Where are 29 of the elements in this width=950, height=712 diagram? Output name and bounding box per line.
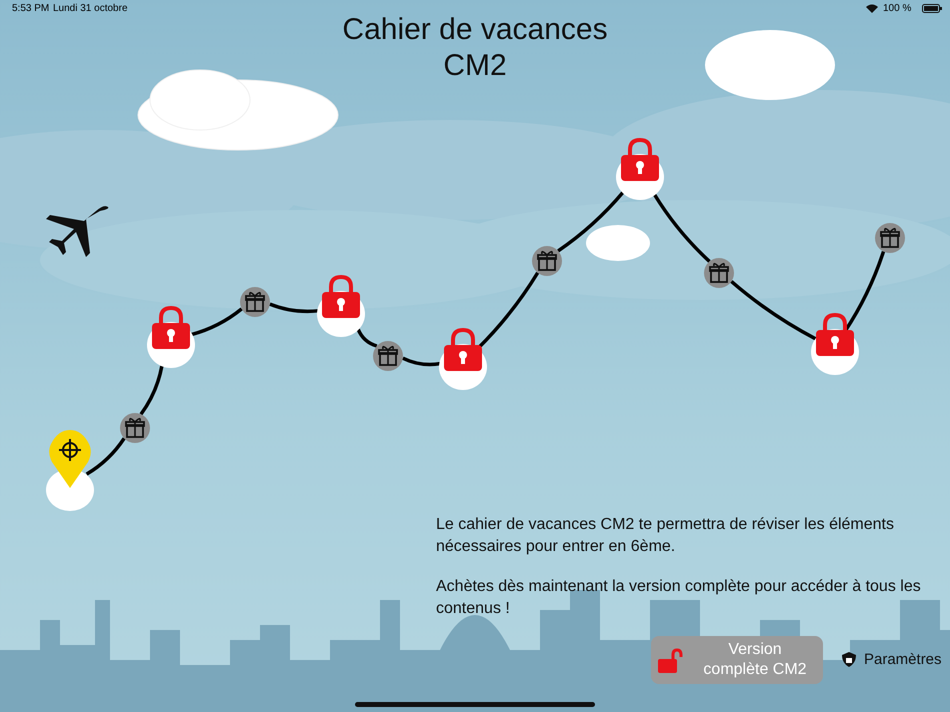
settings-link: Paramètres [864,651,942,668]
gift-icon [532,246,562,276]
padlock-icon [316,274,366,338]
description-paragraph: Achètes dès maintenant la version complète pour accéder à tous les contenus ! [436,577,922,619]
location-pin-icon [45,430,95,512]
path-line [402,356,440,366]
status-date: Lundi 31 octobre [53,3,128,14]
path-line [86,437,126,476]
status-time: 5:53 PM [12,3,50,14]
path-line [269,302,318,314]
padlock-icon [615,137,665,201]
path-line [190,307,243,336]
page-title: Cahier de vacances CM2 [341,12,609,84]
gift-icon [704,258,734,288]
path-line [356,328,378,348]
padlock-icon [146,305,196,369]
gift-icon [875,223,905,253]
path-line [730,280,817,341]
padlock-icon [438,327,488,391]
full-version-button: Version complète CM2 [651,636,823,684]
padlock-icon [810,312,860,376]
path-line [140,366,164,416]
gift-icon [120,413,150,443]
gift-icon [373,341,403,371]
description-paragraph: Le cahier de vacances CM2 te permettra de réviser les éléments nécessaires pour entrer en 6ème. [436,515,895,557]
path-line [653,194,711,263]
path-line [557,191,624,252]
gift-icon [240,287,270,317]
battery-level: 100 % [883,3,912,14]
